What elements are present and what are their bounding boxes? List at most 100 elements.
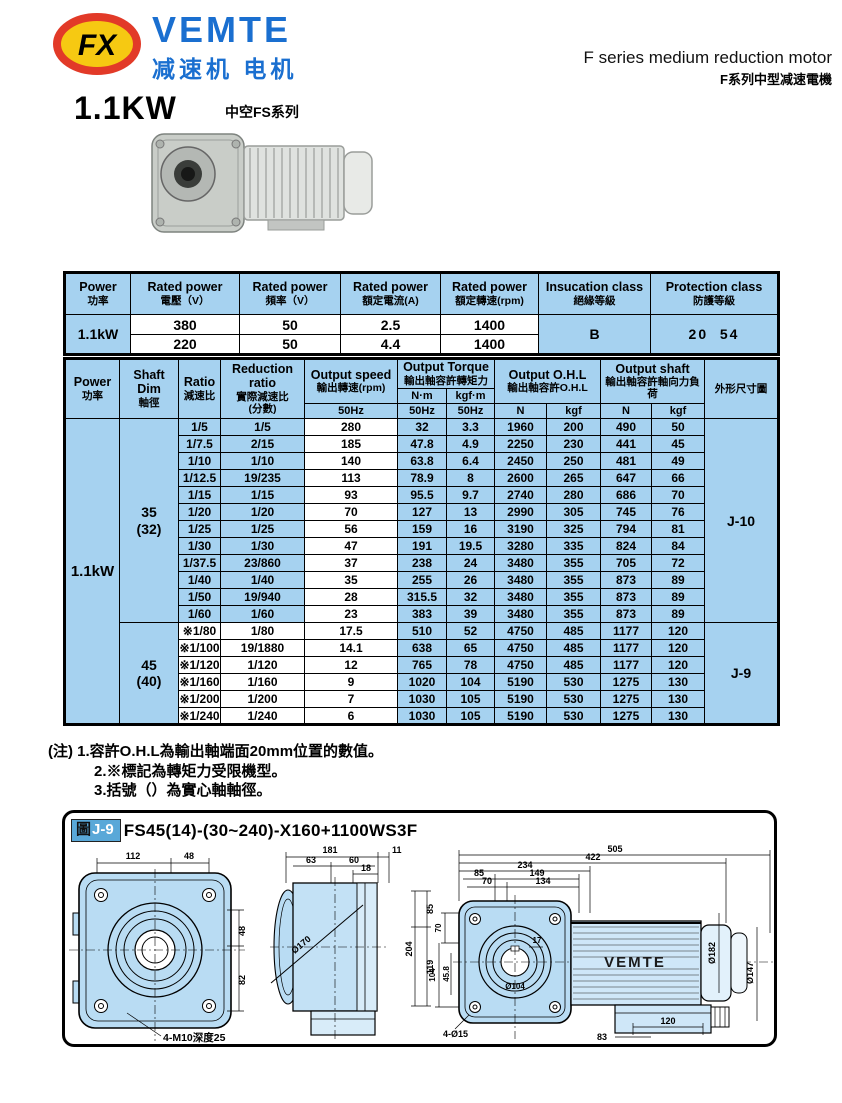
spec-cell: 873 xyxy=(600,605,653,623)
spec-cell: 23/860 xyxy=(220,554,305,572)
spec-cell: 65 xyxy=(445,639,496,657)
spec-cell: 2600 xyxy=(494,469,548,487)
spec-cell: 130 xyxy=(651,707,706,725)
spec-cell: 47 xyxy=(304,537,398,555)
spec-cell: 280 xyxy=(304,418,398,436)
spec-header-speed-hz: 50Hz xyxy=(304,403,398,419)
series-title-en: F series medium reduction motor xyxy=(583,48,832,67)
spec-cell: 238 xyxy=(397,554,447,572)
spec-cell: 4750 xyxy=(494,639,548,657)
spec-cell: 4.9 xyxy=(445,435,496,453)
drawing-title: FS45(14)-(30~240)-X160+1100WS3F xyxy=(123,820,418,840)
spec-cell: 1275 xyxy=(600,690,653,708)
spec-cell: 485 xyxy=(546,656,602,674)
rating-cell: 50 xyxy=(239,314,341,335)
spec-cell: 95.5 xyxy=(397,486,447,504)
spec-cell: 159 xyxy=(397,520,447,538)
spec-cell: 84 xyxy=(651,537,706,555)
spec-cell: 50 xyxy=(651,418,706,436)
logo-monogram: FX xyxy=(78,29,118,62)
spec-cell: 2/15 xyxy=(220,435,305,453)
spec-cell: 89 xyxy=(651,571,706,589)
note-item: 2.※標記為轉矩力受限機型。 xyxy=(94,762,287,780)
spec-cell: 1/30 xyxy=(178,537,221,555)
spec-cell: 17.5 xyxy=(304,622,398,640)
spec-cell: 824 xyxy=(600,537,653,555)
spec-cell: 1/20 xyxy=(220,503,305,521)
spec-cell: 355 xyxy=(546,571,602,589)
spec-cell: 794 xyxy=(600,520,653,538)
spec-cell: 76 xyxy=(651,503,706,521)
spec-cell: 72 xyxy=(651,554,706,572)
spec-cell: 26 xyxy=(445,571,496,589)
spec-cell: 5190 xyxy=(494,690,548,708)
spec-cell: ※1/80 xyxy=(178,622,221,640)
spec-cell: 3190 xyxy=(494,520,548,538)
spec-cell: 1275 xyxy=(600,707,653,725)
spec-cell: 191 xyxy=(397,537,447,555)
spec-shaft-cell: 35(32) xyxy=(119,418,179,623)
rating-cell: 1400 xyxy=(440,334,539,355)
spec-cell: 3.3 xyxy=(445,418,496,436)
dim-asm-234: 234 xyxy=(517,860,532,870)
spec-header-torque-kgfm: kgf·m xyxy=(445,388,496,404)
spec-cell: 1/15 xyxy=(178,486,221,504)
dim-front-tap-label: 4-M10深度25 xyxy=(163,1031,226,1044)
note-item: 3.括號（）為實心軸軸徑。 xyxy=(94,782,272,799)
dim-side-60: 60 xyxy=(349,855,359,865)
spec-cell: 383 xyxy=(397,605,447,623)
spec-cell: 3480 xyxy=(494,571,548,589)
spec-cell: 530 xyxy=(546,690,602,708)
spec-header-ohl-n: N xyxy=(494,403,548,419)
spec-cell: 355 xyxy=(546,554,602,572)
spec-cell: 1/60 xyxy=(178,605,221,623)
notes-block: (注) 1.容許O.H.L為輸出軸端面20mm位置的數值。 2.※標記為轉矩力受… xyxy=(48,742,383,801)
spec-header-axial-kgf: kgf xyxy=(651,403,706,419)
dim-front-82: 82 xyxy=(237,975,247,985)
spec-cell: 13 xyxy=(445,503,496,521)
rating-row: 220 50 4.4 1400 xyxy=(65,334,779,355)
spec-header-torque-hz2: 50Hz xyxy=(445,403,496,419)
spec-cell: 490 xyxy=(600,418,653,436)
spec-cell: 510 xyxy=(397,622,447,640)
spec-cell: 130 xyxy=(651,673,706,691)
dim-asm-70: 70 xyxy=(482,876,492,886)
spec-header-ohl-kgf: kgf xyxy=(546,403,602,419)
spec-cell: 255 xyxy=(397,571,447,589)
spec-cell: 1/5 xyxy=(178,418,221,436)
dim-asm-505: 505 xyxy=(607,844,622,854)
series-title-block: F series medium reduction motor F系列中型减速電… xyxy=(584,48,832,88)
spec-cell: 120 xyxy=(651,622,706,640)
spec-cell: 1/12.5 xyxy=(178,469,221,487)
dim-side-204: 204 xyxy=(404,941,414,956)
spec-cell: 12 xyxy=(304,656,398,674)
spec-header-outline: 外形尺寸圖 xyxy=(704,358,780,419)
spec-cell: 530 xyxy=(546,673,602,691)
spec-cell: 1/30 xyxy=(220,537,305,555)
spec-cell: 335 xyxy=(546,537,602,555)
spec-cell: 1030 xyxy=(397,707,447,725)
spec-cell: 1/200 xyxy=(220,690,305,708)
note-item: 1.容許O.H.L為輸出軸端面20mm位置的數值。 xyxy=(77,743,384,760)
spec-cell: 78 xyxy=(445,656,496,674)
spec-cell: 63.8 xyxy=(397,452,447,470)
spec-outline-cell: J-10 xyxy=(704,418,780,623)
spec-cell: 1/7.5 xyxy=(178,435,221,453)
